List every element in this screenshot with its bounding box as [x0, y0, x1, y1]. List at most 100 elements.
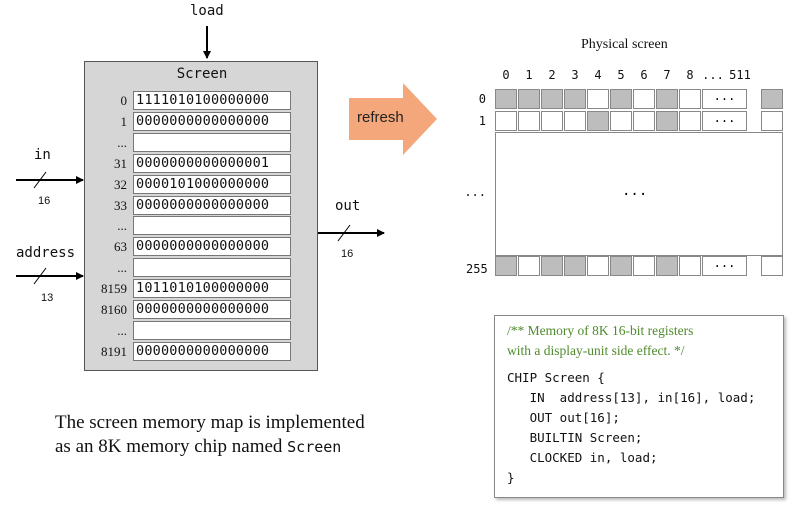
- column-label: 8: [686, 68, 694, 82]
- out-bus-slash: [337, 224, 351, 242]
- out-label: out: [335, 198, 361, 214]
- refresh-arrow: [349, 83, 437, 155]
- row-label: 255: [466, 262, 488, 276]
- pixel-ellipsis: ...: [702, 256, 747, 276]
- code-lines: CHIP Screen { IN address[13], in[16], lo…: [507, 368, 755, 488]
- pixel-cell: [495, 89, 517, 109]
- pixel-cell: [656, 111, 678, 131]
- pixel-cell: [587, 89, 609, 109]
- pixel-cell: [541, 89, 563, 109]
- register-address: 1: [120, 113, 128, 129]
- in-bus-slash: [33, 171, 47, 189]
- pixel-cell: [587, 256, 609, 276]
- load-label: load: [190, 3, 224, 19]
- pixel-ellipsis: ...: [702, 111, 747, 131]
- pixel-cell: [564, 111, 586, 131]
- pixel-cell: [656, 256, 678, 276]
- pixel-cell: [679, 89, 701, 109]
- screen-body-block: [495, 132, 783, 256]
- register-cell: [133, 132, 291, 152]
- pixel-cell: [495, 256, 517, 276]
- pixel-cell: [656, 89, 678, 109]
- address-label: address: [16, 245, 76, 261]
- address-width: 13: [41, 292, 54, 304]
- pixel-cell: [761, 111, 783, 131]
- register-cell: 0000101000000000: [133, 174, 291, 194]
- pixel-ellipsis: ...: [702, 89, 747, 109]
- column-label: 6: [640, 68, 648, 82]
- code-line: IN address[13], in[16], load;: [507, 390, 756, 405]
- code-line: CHIP Screen {: [507, 370, 605, 385]
- pixel-cell: [541, 256, 563, 276]
- register-address: ...: [117, 218, 127, 234]
- column-label: 0: [502, 68, 510, 82]
- pixel-cell: [633, 89, 655, 109]
- pixel-cell: [610, 111, 632, 131]
- pixel-cell: [564, 89, 586, 109]
- register-address: 8160: [101, 302, 127, 317]
- caption-line-1: The screen memory map is implemented: [55, 412, 365, 433]
- register-address: ...: [117, 260, 127, 276]
- pixel-cell: [495, 111, 517, 131]
- register-address: 31: [114, 155, 127, 171]
- code-line: OUT out[16];: [507, 410, 620, 425]
- code-comment-2: with a display-unit side effect. */: [507, 343, 685, 358]
- caption: The screen memory map is implemented as …: [55, 411, 365, 459]
- refresh-label: refresh: [357, 109, 404, 126]
- register-cell: 0000000000000000: [133, 195, 291, 215]
- out-width: 16: [341, 248, 354, 260]
- physical-screen-title: Physical screen: [581, 37, 668, 52]
- caption-code-name: Screen: [287, 438, 342, 456]
- in-label: in: [34, 147, 51, 163]
- pixel-cell: [518, 89, 540, 109]
- register-cell: 0000000000000001: [133, 153, 291, 173]
- register-address: 0: [120, 93, 128, 108]
- pixel-cell: [633, 111, 655, 131]
- register-cell: 0000000000000000: [133, 237, 291, 257]
- pixel-cell: [761, 89, 783, 109]
- register-address: ...: [117, 134, 127, 150]
- column-label: 3: [571, 68, 579, 82]
- pixel-cell: [564, 256, 586, 276]
- register-address: 33: [114, 197, 127, 213]
- register-cell: [133, 216, 291, 236]
- caption-line-2-text: as an 8K memory chip named: [55, 436, 288, 457]
- pixel-cell: [518, 256, 540, 276]
- in-width: 16: [38, 195, 51, 207]
- pixel-cell: [610, 89, 632, 109]
- pixel-cell: [633, 256, 655, 276]
- row-label: 1: [478, 114, 486, 128]
- column-label: 5: [617, 68, 625, 82]
- register-cell: 1011010100000000: [133, 279, 291, 299]
- pixel-cell: [679, 256, 701, 276]
- pixel-cell: [541, 111, 563, 131]
- register-cell: [133, 258, 291, 278]
- pixel-cell: [587, 111, 609, 131]
- register-cell: 1111010100000000: [133, 91, 291, 110]
- register-address: 8191: [101, 343, 127, 359]
- column-label: 2: [548, 68, 556, 82]
- caption-line-2: as an 8K memory chip named Screen: [55, 435, 365, 459]
- row-label: ...: [464, 185, 486, 199]
- row-label: 0: [478, 92, 486, 106]
- pixel-cell: [679, 111, 701, 131]
- register-address: ...: [117, 322, 127, 338]
- register-address: 8159: [101, 281, 127, 297]
- code-line: CLOCKED in, load;: [507, 450, 658, 465]
- pixel-cell: [761, 256, 783, 276]
- register-cell: [133, 320, 291, 340]
- column-label: 511: [729, 68, 751, 82]
- pixel-cell: [518, 111, 540, 131]
- code-comment-1: /** Memory of 8K 16-bit registers: [507, 323, 694, 338]
- pixel-cell: [610, 256, 632, 276]
- column-label: 4: [594, 68, 602, 82]
- address-bus-slash: [33, 267, 47, 285]
- register-cell: 0000000000000000: [133, 300, 291, 319]
- register-address: 63: [114, 239, 127, 255]
- code-line: BUILTIN Screen;: [507, 430, 643, 445]
- register-address: 32: [114, 176, 127, 192]
- chip-title: Screen: [176, 66, 228, 82]
- screen-chip: Screen 0 1111010100000000 1 000000000000000…: [84, 61, 318, 371]
- hdl-code-box: /** Memory of 8K 16-bit registers with a…: [494, 315, 784, 498]
